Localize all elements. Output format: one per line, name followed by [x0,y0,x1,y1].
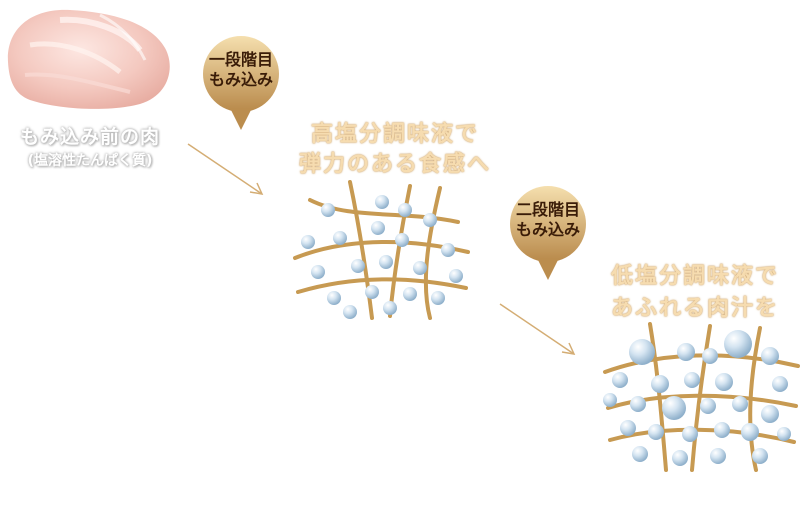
step1-badge: 一段階目 もみ込み [186,30,296,130]
arrow-icon [499,303,576,355]
step1-desc-line1: 高塩分調味液で [310,121,479,147]
raw-meat-sub-caption: (塩溶性たんぱく質) [27,153,153,169]
step1-desc-line2: 弾力のある食感へ [298,151,491,177]
raw-chicken-image [7,9,170,109]
step2-desc-line2: あふれる肉汁を [610,295,779,321]
step2-desc-line1: 低塩分調味液で [610,263,779,289]
arrow-icon [187,143,264,195]
step1-badge-line2: もみ込み [208,70,273,89]
step2-badge-line2: もみ込み [515,220,580,239]
step1-badge-line1: 一段階目 [208,50,273,69]
step2-badge: 二段階目 もみ込み [493,180,603,280]
protein-network-step1 [293,180,470,320]
raw-meat-caption: もみ込み前の肉 [19,126,160,148]
protein-network-step2 [603,322,800,472]
step2-badge-line1: 二段階目 [515,200,580,219]
